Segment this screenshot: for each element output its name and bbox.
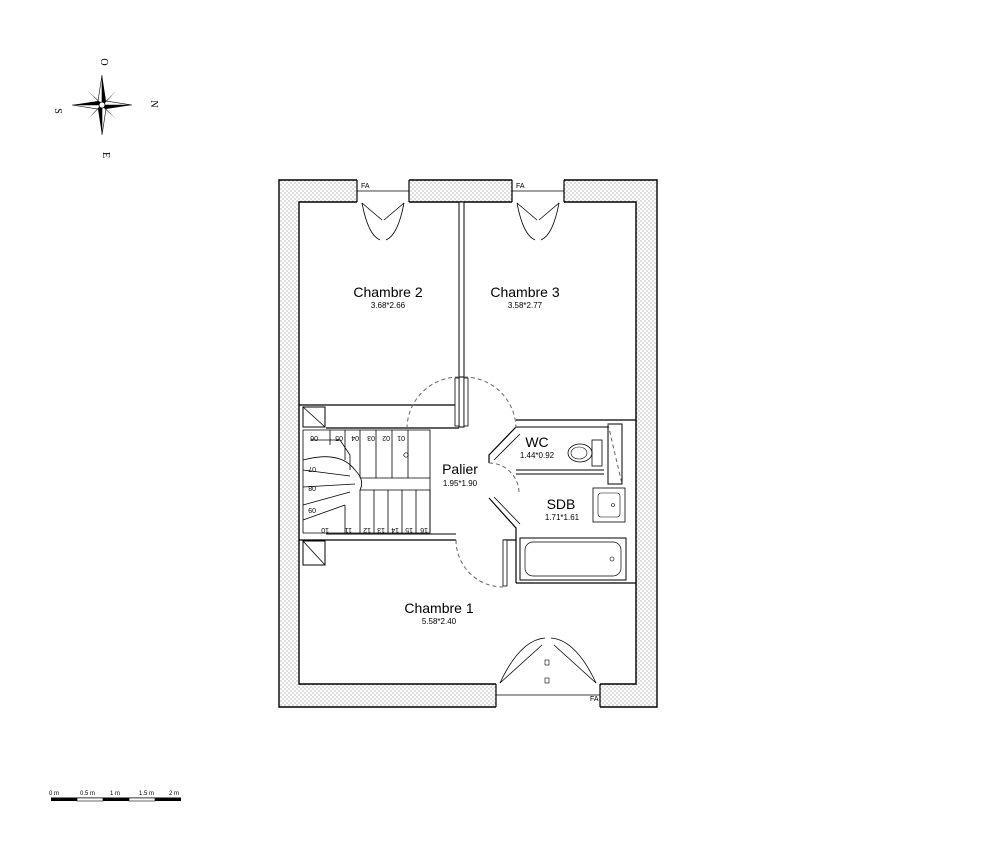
bathtub-icon (519, 537, 627, 581)
stair-number: 07 (308, 465, 316, 472)
stair-number: 06 (310, 434, 318, 441)
stair-number: 12 (363, 526, 371, 533)
stair-number: 08 (308, 484, 316, 491)
stair-number: 11 (345, 526, 352, 533)
stair-number: 15 (405, 526, 413, 533)
window-label-fa-right: FA (516, 183, 525, 190)
window-label-fa-left: FA (361, 183, 370, 190)
compass-north-label: N (148, 100, 159, 107)
stair-number: 10 (321, 526, 329, 533)
room-name-palier: Palier (442, 461, 478, 477)
room-name-sdb: SDB (547, 496, 576, 512)
stair-number: 01 (397, 434, 405, 441)
stair-number: 16 (420, 526, 428, 533)
room-dims-wc: 1.44*0.92 (520, 451, 555, 460)
room-dims-chambre-3: 3.58*2.77 (508, 301, 543, 310)
compass-west-label: O (98, 58, 109, 65)
window-openings (356, 179, 601, 708)
stair-number: 13 (377, 526, 385, 533)
room-dims-chambre-2: 3.68*2.66 (371, 301, 406, 310)
room-dims-sdb: 1.71*1.61 (545, 513, 580, 522)
room-name-wc: WC (525, 434, 548, 450)
compass-east-label: E (100, 152, 111, 158)
staircase (302, 406, 431, 566)
stair-numbers-left: 07 08 09 (308, 465, 316, 513)
scale-label: 0 m (49, 791, 59, 797)
room-name-chambre-2: Chambre 2 (353, 284, 422, 300)
stair-number: 02 (382, 434, 390, 441)
scale-label: 1.5 m (139, 791, 154, 797)
scale-bar: 0 m 0.5 m 1 m 1.5 m 2 m (49, 791, 181, 802)
stair-number: 09 (308, 506, 316, 513)
stair-number: 14 (391, 526, 399, 533)
window-label-fa-bottom: FA (590, 696, 599, 703)
room-name-chambre-1: Chambre 1 (404, 600, 473, 616)
scale-label: 0.5 m (80, 791, 95, 797)
stair-number: 04 (351, 434, 359, 441)
compass-rose: O N E S (52, 58, 159, 158)
interior-walls (299, 201, 636, 584)
room-dims-palier: 1.95*1.90 (443, 479, 478, 488)
scale-label: 1 m (110, 791, 120, 797)
room-name-chambre-3: Chambre 3 (490, 284, 559, 300)
scale-label: 2 m (169, 791, 179, 797)
compass-south-label: S (52, 108, 63, 114)
compass-star-icon (71, 74, 133, 136)
stair-numbers-top: 06 05 04 03 02 01 (310, 434, 405, 441)
room-dims-chambre-1: 5.58*2.40 (422, 617, 457, 626)
stair-numbers-bottom: 10 11 12 13 14 15 16 (321, 526, 428, 533)
stair-number: 03 (367, 434, 375, 441)
doors (406, 376, 520, 588)
window-casements (361, 202, 597, 684)
stair-number: 05 (335, 434, 343, 441)
toilet-icon (567, 439, 603, 467)
sink-icon (592, 487, 626, 523)
